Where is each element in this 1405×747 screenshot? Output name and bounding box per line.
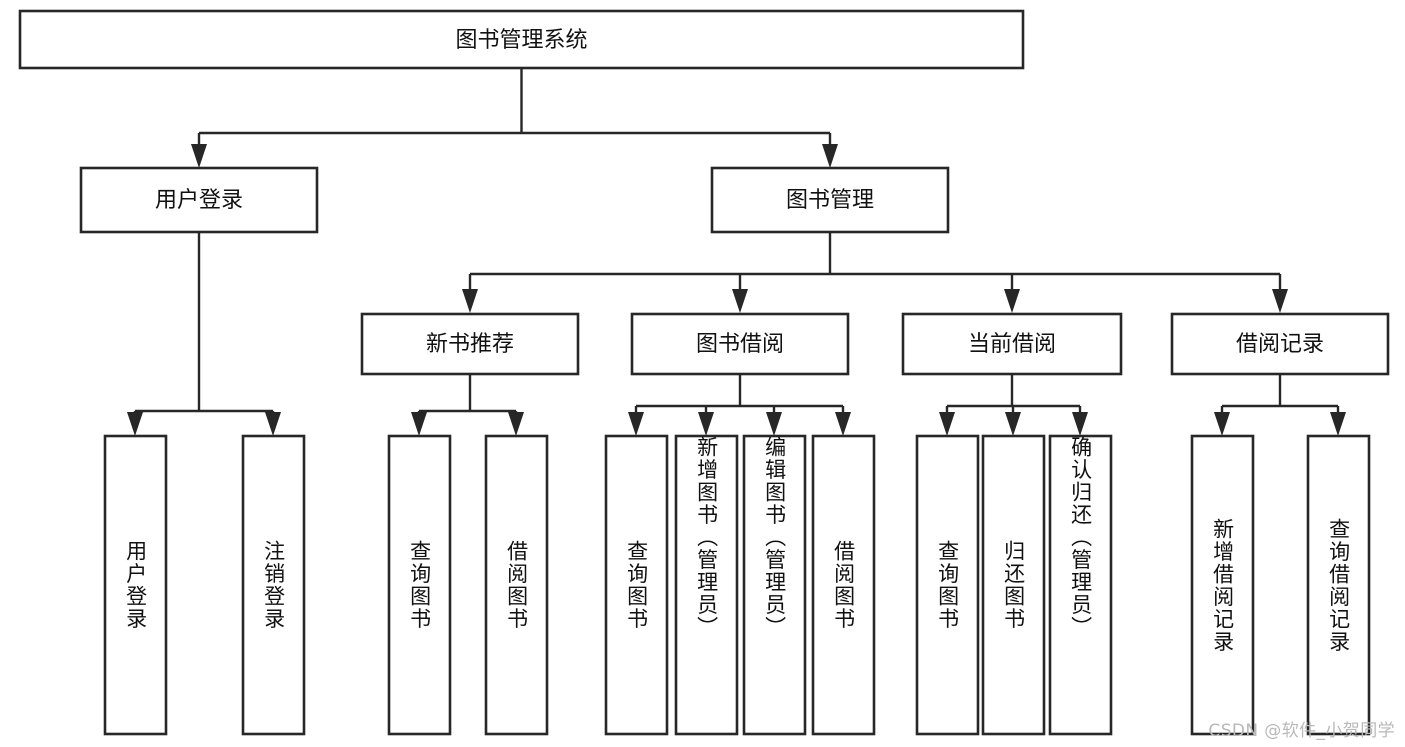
- edge-group-currentborrow: [939, 374, 1088, 436]
- node-box-user-login[interactable]: [79, 166, 319, 234]
- arrow-userlogin-leaf-2: [265, 412, 281, 436]
- arrow-borrowrecord-leaf-1: [1214, 412, 1230, 436]
- arrow-bookborrow-leaf-1: [628, 412, 644, 436]
- arrow-root-to-bookmanage: [822, 144, 838, 168]
- arrow-currentborrow-leaf-1: [939, 412, 955, 436]
- arrow-bookborrow-leaf-3: [766, 412, 782, 436]
- arrow-newbook-leaf-1: [411, 412, 427, 436]
- arrow-userlogin-leaf-1: [127, 412, 143, 436]
- node-label-book-borrow: 图书借阅: [696, 332, 784, 357]
- node-box-leaf-return-book[interactable]: [981, 434, 1046, 736]
- node-box-borrow-record[interactable]: [1170, 312, 1390, 376]
- node-box-leaf-user-login[interactable]: [103, 434, 168, 736]
- edge-group-borrowrecord: [1214, 374, 1346, 436]
- arrow-bookmanage-to-bookborrow: [732, 289, 748, 313]
- node-box-leaf-user-logout[interactable]: [241, 434, 306, 736]
- node-box-leaf-query-book-3[interactable]: [915, 434, 980, 736]
- node-label-current-borrow: 当前借阅: [968, 332, 1056, 357]
- node-box-leaf-query-book-1[interactable]: [387, 434, 452, 736]
- node-box-new-book-recommend[interactable]: [360, 312, 580, 376]
- node-box-leaf-query-book-2[interactable]: [604, 434, 669, 736]
- watermark-text: CSDN @软件_小贺同学: [1208, 721, 1395, 741]
- node-box-book-manage[interactable]: [710, 166, 950, 234]
- edge-group-bookmanage: [462, 232, 1288, 313]
- edge-group-userlogin: [127, 232, 281, 436]
- node-box-root[interactable]: [18, 9, 1025, 70]
- arrow-bookmanage-to-newbook: [462, 289, 478, 313]
- node-label-new-book-recommend: 新书推荐: [426, 332, 514, 357]
- node-label-borrow-record: 借阅记录: [1236, 332, 1324, 357]
- edge-group-root: [191, 68, 838, 168]
- arrow-bookmanage-to-borrowrecord: [1272, 289, 1288, 313]
- arrow-currentborrow-leaf-2: [1005, 412, 1021, 436]
- arrow-newbook-leaf-2: [508, 412, 524, 436]
- arrow-bookborrow-leaf-4: [835, 412, 851, 436]
- node-box-leaf-confirm-return[interactable]: [1048, 434, 1113, 736]
- node-box-leaf-query-record[interactable]: [1306, 434, 1371, 736]
- node-label-user-login: 用户登录: [155, 188, 243, 213]
- arrow-bookmanage-to-currentborrow: [1004, 289, 1020, 313]
- arrow-borrowrecord-leaf-2: [1330, 412, 1346, 436]
- node-box-book-borrow[interactable]: [630, 312, 850, 376]
- node-box-current-borrow[interactable]: [901, 312, 1123, 376]
- arrow-root-to-userlogin: [191, 144, 207, 168]
- node-box-leaf-add-record[interactable]: [1190, 434, 1255, 736]
- node-box-leaf-add-book[interactable]: [674, 434, 739, 736]
- node-label-root: 图书管理系统: [455, 28, 587, 53]
- node-box-leaf-edit-book[interactable]: [742, 434, 807, 736]
- node-label-book-manage: 图书管理: [786, 188, 874, 213]
- edge-group-newbook: [411, 374, 524, 436]
- edge-group-bookborrow: [628, 374, 851, 436]
- node-box-leaf-borrow-book-1[interactable]: [484, 434, 549, 736]
- arrow-bookborrow-leaf-2: [698, 412, 714, 436]
- node-box-leaf-borrow-book-2[interactable]: [811, 434, 876, 736]
- arrow-currentborrow-leaf-3: [1072, 412, 1088, 436]
